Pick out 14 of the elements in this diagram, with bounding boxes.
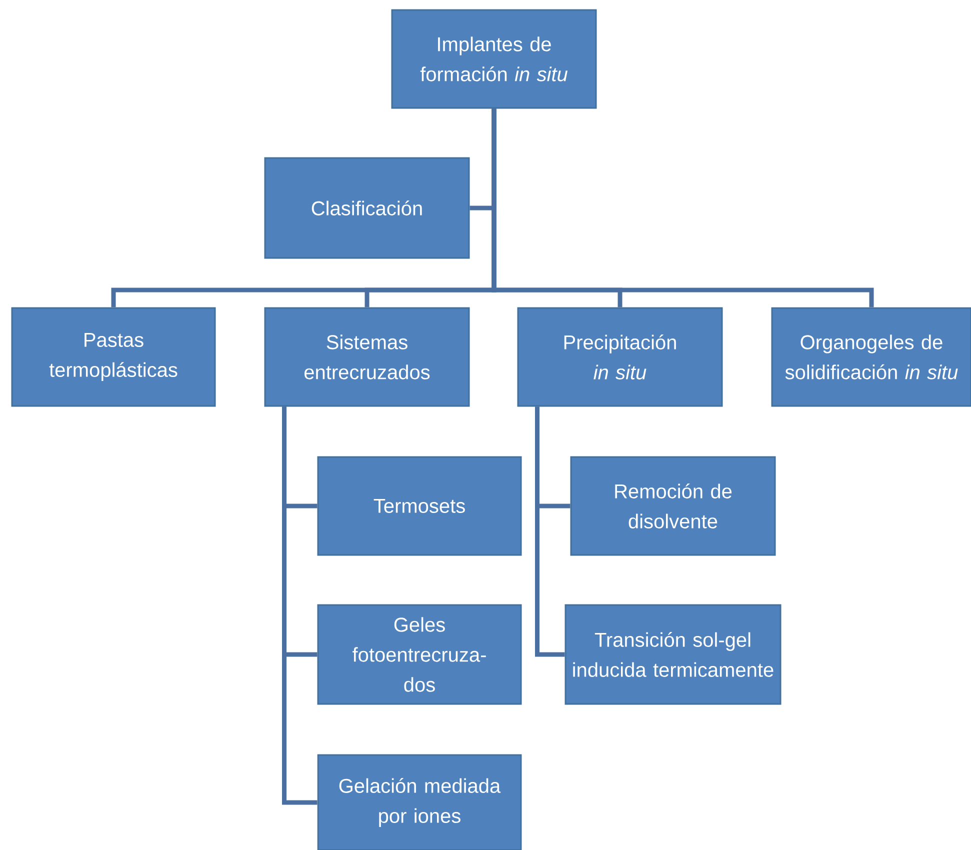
process-box: Organogeles de solidificación in situ xyxy=(771,307,971,407)
process-box: Implantes de formación in situ xyxy=(391,9,597,109)
connector-line xyxy=(535,406,565,657)
process-box: Pastas termoplásticas xyxy=(11,307,216,407)
process-box: Remoción de disolvente xyxy=(570,456,776,556)
process-box: Sistemas entrecruzados xyxy=(264,307,470,407)
process-box: Termosets xyxy=(317,456,522,556)
process-box: Precipitación in situ xyxy=(517,307,723,407)
connector-line xyxy=(492,108,874,308)
process-box: Gelación mediada por iones xyxy=(317,754,522,850)
process-box: Geles fotoentrecruza-dos xyxy=(317,604,522,705)
connector-line xyxy=(282,406,318,805)
process-box: Clasificación xyxy=(264,157,470,259)
process-box: Transición sol-gel inducida termicamente xyxy=(564,604,782,705)
